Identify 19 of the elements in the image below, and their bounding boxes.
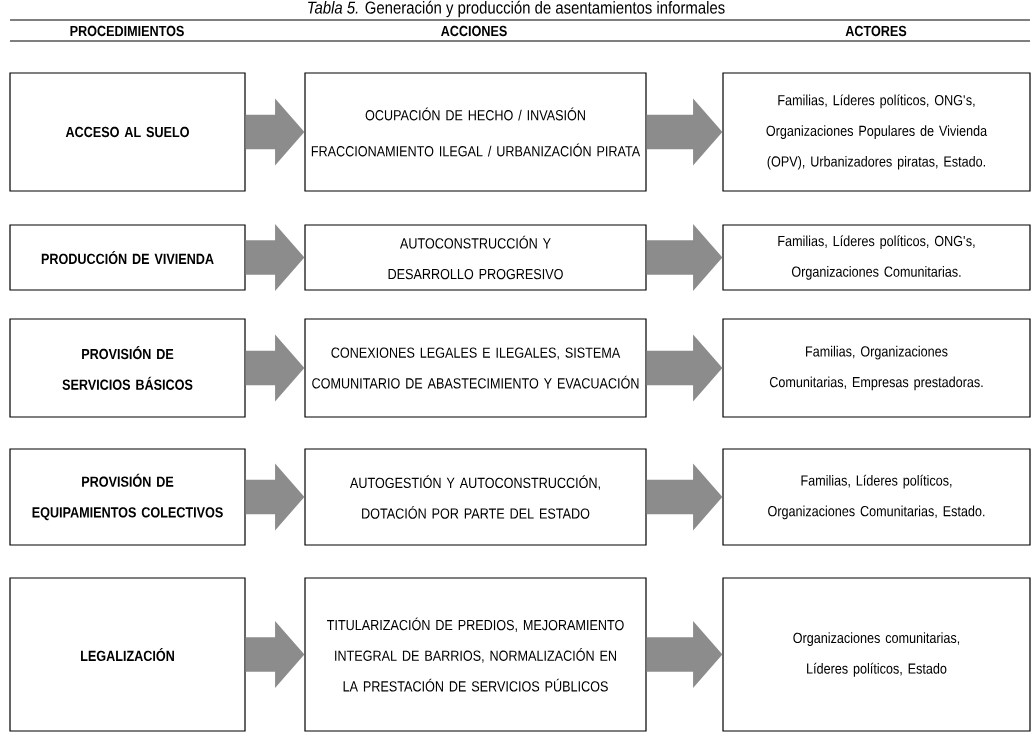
process-box: Organizaciones comunitarias, Líderes políticos, Estado xyxy=(722,577,1031,732)
column-header: ACTORES xyxy=(845,25,907,37)
process-box: Familias, Líderes políticos, ONG's, Organizaciones Populares de Vivienda (OPV), Urbanizadores piratas, Estado. xyxy=(722,72,1031,192)
process-box: PROVISIÓN DE EQUIPAMIENTOS COLECTIVOS xyxy=(9,448,246,546)
process-box: LEGALIZACIÓN xyxy=(9,577,246,732)
column-header: PROCEDIMIENTOS xyxy=(70,25,184,37)
process-box: AUTOCONSTRUCCIÓN Y DESARROLLO PROGRESIVO xyxy=(304,224,647,291)
process-box: Familias, Organizaciones Comunitarias, Empresas prestadoras. xyxy=(722,318,1031,418)
process-box: ACCESO AL SUELO xyxy=(9,72,246,192)
process-box: AUTOGESTIÓN Y AUTOCONSTRUCCIÓN, DOTACIÓN POR PARTE DEL ESTADO xyxy=(304,448,647,546)
process-box: CONEXIONES LEGALES E ILEGALES, SISTEMA COMUNITARIO DE ABASTECIMIENTO Y EVACUACIÓN xyxy=(304,318,647,418)
process-box: PROVISIÓN DE SERVICIOS BÁSICOS xyxy=(9,318,246,418)
process-box: Familias, Líderes políticos, Organizaciones Comunitarias, Estado. xyxy=(722,448,1031,546)
process-box: PRODUCCIÓN DE VIVIENDA xyxy=(9,224,246,291)
process-box: TITULARIZACIÓN DE PREDIOS, MEJORAMIENTO INTEGRAL DE BARRIOS, NORMALIZACIÓN EN LA PRESTACIÓN DE SERVICIOS PÚBLICOS xyxy=(304,577,647,732)
process-box: OCUPACIÓN DE HECHO / INVASIÓN FRACCIONAMIENTO ILEGAL / URBANIZACIÓN PIRATA xyxy=(304,72,647,192)
column-header: ACCIONES xyxy=(441,25,507,37)
process-box: Familias, Líderes políticos, ONG's, Organizaciones Comunitarias. xyxy=(722,224,1031,291)
table-title: Tabla 5. Generación y producción de asentamientos informales xyxy=(308,0,725,18)
